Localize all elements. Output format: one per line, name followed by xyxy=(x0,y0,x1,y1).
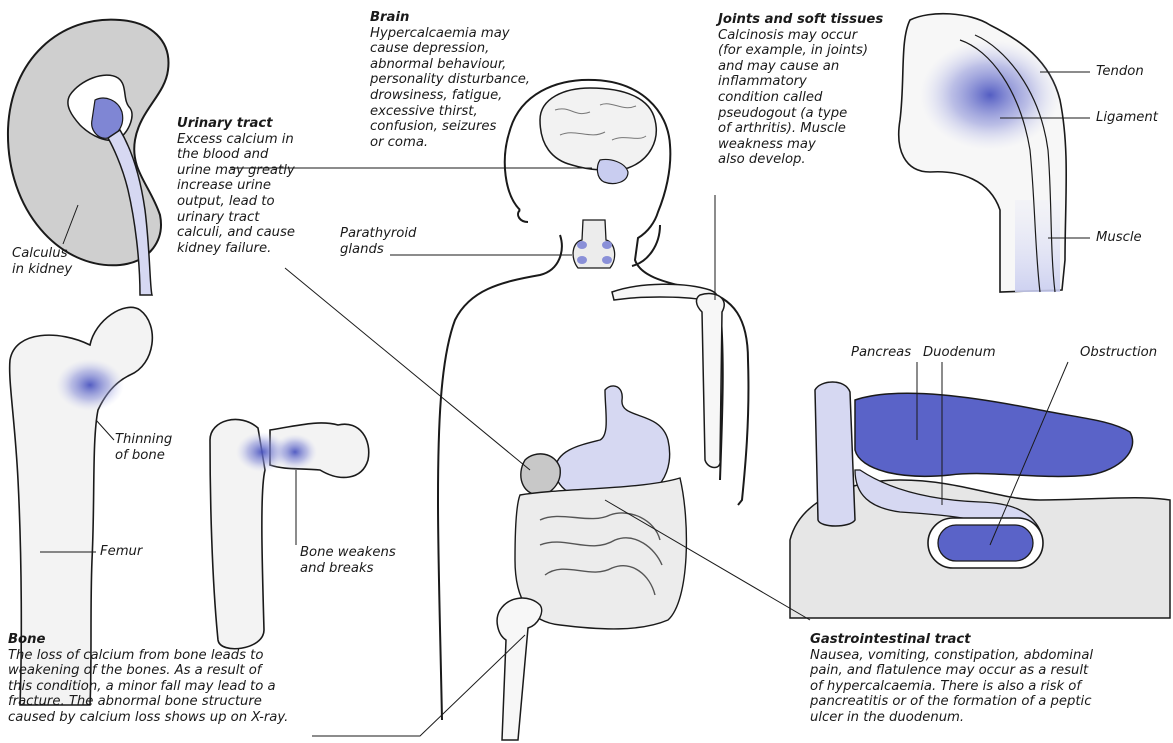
label-bone-weakens: Bone weakens and breaks xyxy=(300,545,396,576)
urinary-title: Urinary tract xyxy=(177,116,317,132)
label-duodenum: Duodenum xyxy=(923,345,996,361)
leg-bone xyxy=(497,598,542,740)
label-muscle: Muscle xyxy=(1096,230,1142,246)
label-obstruction: Obstruction xyxy=(1080,345,1157,361)
bone-title: Bone xyxy=(8,632,328,648)
parathyroid-glands xyxy=(573,220,615,268)
broken-femur-illustration xyxy=(210,419,369,648)
pancreas-duodenum-illustration xyxy=(790,362,1170,618)
joints-title: Joints and soft tissues xyxy=(718,12,898,28)
label-ligament: Ligament xyxy=(1096,110,1158,126)
label-pancreas: Pancreas xyxy=(851,345,911,361)
joints-caption: Joints and soft tissues Calcinosis may o… xyxy=(718,12,898,168)
urinary-caption: Urinary tract Excess calcium in the bloo… xyxy=(177,116,317,256)
label-parathyroid: Parathyroid glands xyxy=(340,226,416,257)
bone-caption: Bone The loss of calcium from bone leads… xyxy=(8,632,328,726)
label-calculus: Calculus in kidney xyxy=(12,246,72,277)
shoulder-joint-illustration xyxy=(899,14,1090,292)
brain-title: Brain xyxy=(370,10,570,26)
bone-text: The loss of calcium from bone leads to w… xyxy=(8,648,328,726)
joints-text: Calcinosis may occur (for example, in jo… xyxy=(718,28,898,168)
label-tendon: Tendon xyxy=(1096,64,1144,80)
urinary-text: Excess calcium in the blood and urine ma… xyxy=(177,132,317,257)
brain-text: Hypercalcaemia may cause depression, abn… xyxy=(370,26,570,151)
gi-caption: Gastrointestinal tract Nausea, vomiting,… xyxy=(810,632,1170,726)
digestive-organs xyxy=(515,386,686,629)
gi-title: Gastrointestinal tract xyxy=(810,632,1170,648)
label-thinning: Thinning of bone xyxy=(115,432,172,463)
label-femur: Femur xyxy=(100,544,142,560)
brain-caption: Brain Hypercalcaemia may cause depressio… xyxy=(370,10,570,150)
gi-text: Nausea, vomiting, constipation, abdomina… xyxy=(810,648,1170,726)
